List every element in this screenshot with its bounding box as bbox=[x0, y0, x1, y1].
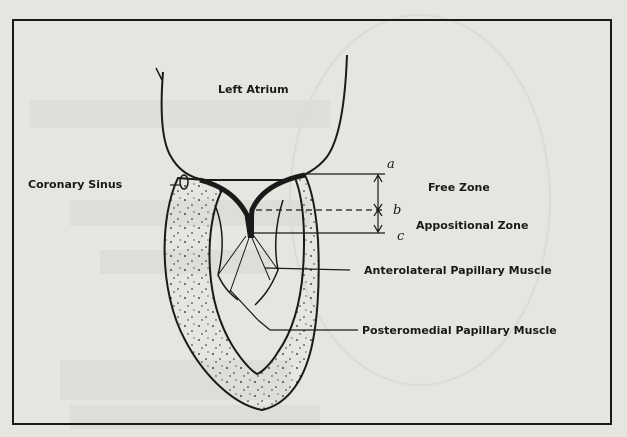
posteromedial-papillary-muscle-label: Posteromedial Papillary Muscle bbox=[362, 324, 557, 337]
marker-c: c bbox=[397, 229, 405, 244]
free-zone-label: Free Zone bbox=[428, 181, 490, 194]
appositional-zone-label: Appositional Zone bbox=[416, 219, 528, 232]
coronary-sinus-label: Coronary Sinus bbox=[28, 178, 123, 191]
marker-a: a bbox=[387, 157, 395, 172]
marker-b: b bbox=[393, 203, 401, 218]
left-atrium-label: Left Atrium bbox=[218, 83, 289, 96]
anterolateral-papillary-muscle-label: Anterolateral Papillary Muscle bbox=[364, 264, 552, 277]
